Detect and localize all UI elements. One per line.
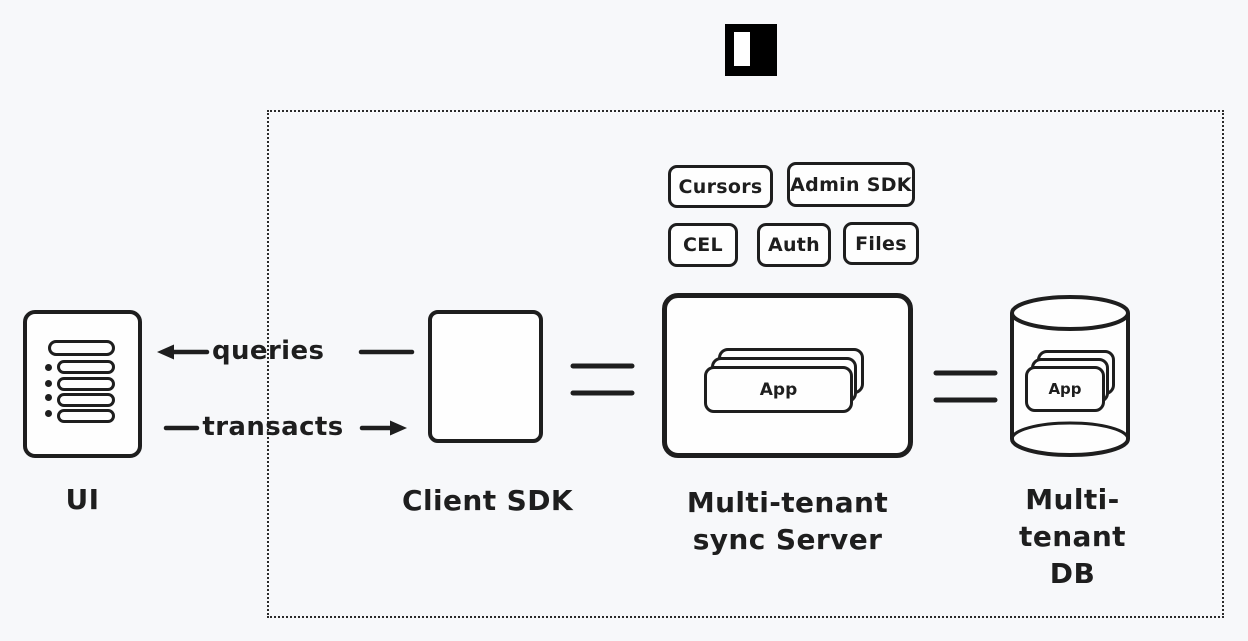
feature-badge-label: Cursors <box>678 175 763 198</box>
list-row <box>57 360 115 374</box>
db-node-label: Multi-tenant DB <box>1019 483 1126 590</box>
app-card-label: App <box>1048 380 1082 398</box>
list-bullet <box>45 364 52 371</box>
list-row <box>48 340 115 356</box>
list-row <box>57 409 115 423</box>
queries-edge-label: queries <box>212 336 325 366</box>
feature-badge-cursors: Cursors <box>668 165 773 208</box>
client-sdk-node-label: Client SDK <box>402 484 573 517</box>
list-row <box>57 377 115 391</box>
ui-node <box>23 310 142 458</box>
list-row <box>57 393 115 407</box>
list-bullet <box>45 380 52 387</box>
ui-node-label: UI <box>65 483 100 516</box>
feature-badge-auth: Auth <box>757 223 831 267</box>
feature-badge-label: CEL <box>683 234 723 256</box>
sync-server-node-label: Multi-tenant sync Server <box>686 486 889 556</box>
feature-badge-label: Files <box>855 232 907 255</box>
feature-badge-files: Files <box>843 222 919 265</box>
app-card-label: App <box>759 379 798 400</box>
app-card: App <box>704 366 853 413</box>
system-boundary <box>267 110 1224 618</box>
feature-badge-cel: CEL <box>668 223 738 267</box>
instant-logo-icon <box>725 24 777 76</box>
sync-server-node: App <box>662 293 913 458</box>
client-sdk-node <box>428 310 543 443</box>
app-card: App <box>1025 366 1105 412</box>
feature-badge-label: Admin SDK <box>790 173 912 196</box>
list-bullet <box>45 410 52 417</box>
feature-badge-admin-sdk: Admin SDK <box>787 162 915 207</box>
transacts-edge-label: transacts <box>202 412 344 442</box>
list-bullet <box>45 394 52 401</box>
feature-badge-label: Auth <box>767 234 821 256</box>
instant-logo-slot <box>734 32 750 66</box>
